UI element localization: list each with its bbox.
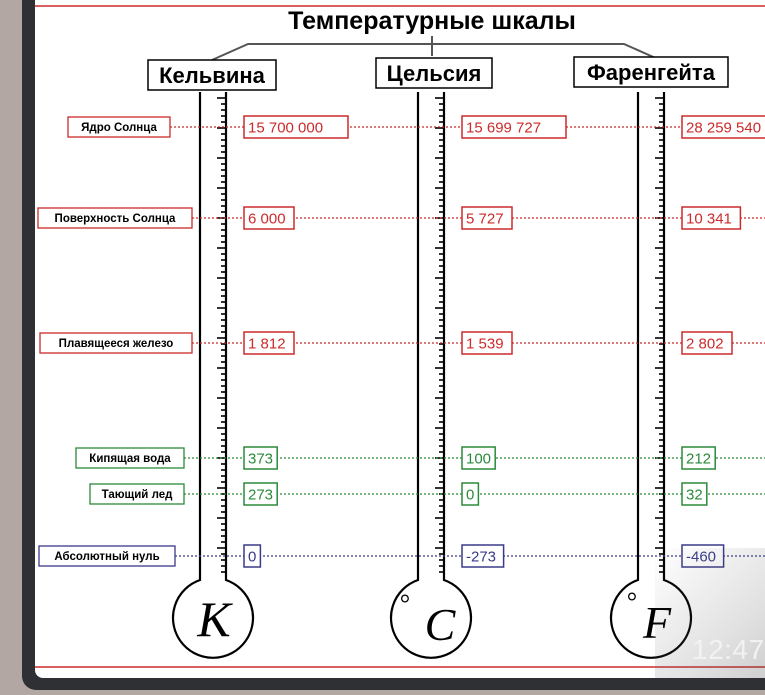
celsius-degree-sign: ° [400, 589, 410, 618]
value-label: 0 [248, 549, 256, 566]
title-connector [211, 36, 661, 61]
value-label: 6 000 [248, 211, 286, 228]
value-label: 10 341 [686, 211, 732, 228]
reference-label: Абсолютный нуль [54, 551, 159, 563]
value-box [243, 115, 349, 139]
value-label: 100 [466, 451, 491, 468]
scale-header-kelvin: Кельвина [147, 59, 277, 91]
thermometer-fahrenheit: ° F [609, 92, 693, 659]
diagram-title: Температурные шкалы [288, 7, 576, 35]
scale-header-celsius: Цельсия [375, 57, 493, 89]
value-box [681, 206, 742, 230]
reference-label: Поверхность Солнца [55, 213, 176, 225]
reference-label-box [67, 116, 171, 138]
value-box [681, 482, 708, 506]
thermometer-kelvin: K [171, 92, 255, 659]
temperature-scales-diagram: Температурные шкалы Кельвина Цельсия Фар… [35, 5, 765, 668]
diagram-sheet: Температурные шкалы Кельвина Цельсия Фар… [35, 0, 765, 678]
value-label: 0 [466, 487, 474, 504]
value-box [681, 331, 733, 355]
value-label: 15 699 727 [466, 120, 541, 137]
value-box [681, 446, 716, 470]
row-5: Абсолютный нуль 0 -273 -460 [38, 544, 765, 568]
row-2: Плавящееся железо 1 812 1 539 2 802 [39, 331, 765, 355]
kelvin-symbol: K [196, 591, 233, 647]
value-box [243, 482, 278, 506]
value-box [461, 331, 513, 355]
svg-text:Кельвина: Кельвина [159, 63, 266, 88]
value-label: 1 539 [466, 336, 504, 353]
value-label: -460 [686, 549, 716, 566]
reference-label: Плавящееся железо [59, 338, 174, 350]
value-label: 273 [248, 487, 273, 504]
row-3: Кипящая вода 373 100 212 [75, 446, 765, 470]
value-box [243, 206, 295, 230]
tick-marks-kelvin [217, 97, 226, 573]
value-box [681, 115, 765, 139]
reference-label-box [75, 447, 185, 469]
value-box [243, 446, 278, 470]
value-label: 32 [686, 487, 703, 504]
value-label: 373 [248, 451, 273, 468]
reference-label: Ядро Солнца [81, 122, 157, 134]
reference-label-box [37, 207, 193, 229]
value-label: -273 [466, 549, 496, 566]
value-box [461, 206, 513, 230]
tick-marks-fahrenheit [655, 97, 664, 573]
tick-marks-celsius [435, 97, 444, 573]
fahrenheit-symbol: F [642, 597, 672, 648]
clock-overlay: 12:47 [692, 634, 765, 665]
value-label: 28 259 540 [686, 120, 761, 137]
reference-label: Тающий лед [102, 489, 174, 501]
svg-text:Цельсия: Цельсия [387, 61, 482, 86]
value-label: 5 727 [466, 211, 504, 228]
row-0: Ядро Солнца 15 700 000 15 699 727 28 259 54… [67, 115, 765, 139]
value-box [681, 544, 725, 568]
value-box [461, 544, 505, 568]
value-box [461, 115, 567, 139]
fahrenheit-degree-sign: ° [627, 587, 637, 616]
value-label: 212 [686, 451, 711, 468]
reference-rows: Ядро Солнца 15 700 000 15 699 727 28 259 54… [37, 115, 765, 568]
svg-text:Фаренгейта: Фаренгейта [587, 60, 716, 85]
reference-label-box [38, 545, 176, 567]
reference-label: Кипящая вода [89, 453, 171, 465]
row-4: Тающий лед 273 0 32 [89, 482, 765, 506]
value-label: 15 700 000 [248, 120, 323, 137]
row-1: Поверхность Солнца 6 000 5 727 10 341 [37, 206, 765, 230]
value-label: 1 812 [248, 336, 286, 353]
reference-label-box [39, 332, 193, 354]
value-label: 2 802 [686, 336, 724, 353]
value-box [461, 446, 496, 470]
value-box [243, 544, 262, 568]
value-box [461, 482, 480, 506]
scale-header-fahrenheit: Фаренгейта [573, 56, 729, 88]
value-box [243, 331, 295, 355]
reference-label-box [89, 483, 185, 505]
celsius-symbol: C [425, 599, 457, 650]
thermometer-celsius: ° C [389, 92, 473, 659]
